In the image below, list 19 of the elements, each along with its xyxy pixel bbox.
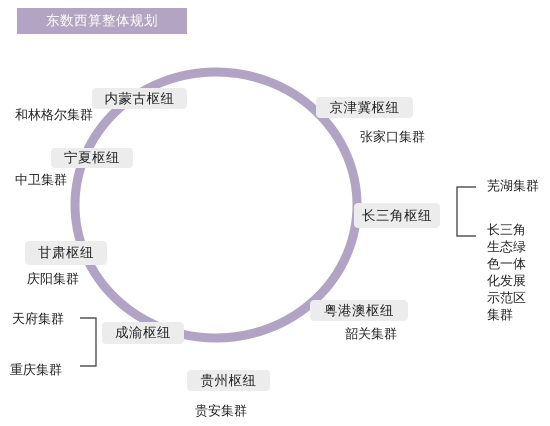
cluster-label: 和林格尔集群	[15, 107, 93, 125]
hub-box: 成渝枢纽	[102, 322, 184, 344]
cluster-label: 芜湖集群	[487, 178, 539, 196]
cluster-label: 张家口集群	[360, 129, 425, 147]
cluster-label: 贵安集群	[195, 403, 247, 421]
hub-box: 长三角枢纽	[354, 203, 440, 228]
cluster-label: 长三角生态绿色一体化发展示范区集群	[487, 222, 527, 324]
cluster-label: 庆阳集群	[27, 271, 79, 289]
cluster-label: 中卫集群	[15, 172, 67, 190]
hub-box: 贵州枢纽	[187, 370, 270, 391]
hub-box: 内蒙古枢纽	[92, 88, 187, 109]
hub-box: 京津冀枢纽	[316, 97, 413, 118]
cluster-label: 韶关集群	[345, 326, 397, 344]
title-banner: 东数西算整体规划	[17, 8, 187, 34]
hub-box: 粤港澳枢纽	[310, 300, 408, 321]
cluster-label: 重庆集群	[10, 362, 62, 380]
cluster-label: 天府集群	[12, 311, 64, 329]
hub-box: 甘肃枢纽	[25, 241, 107, 265]
hub-box: 宁夏枢纽	[51, 148, 133, 168]
